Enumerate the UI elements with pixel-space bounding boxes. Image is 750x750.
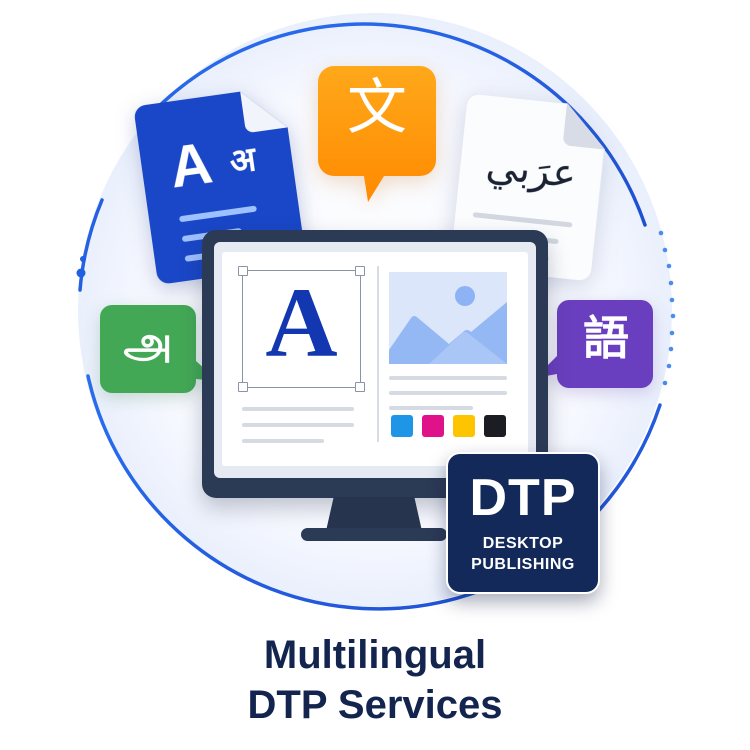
- chinese-chat-bubble-icon: 文: [318, 66, 436, 202]
- text-line: [242, 439, 324, 443]
- tamil-letter: அ: [123, 317, 173, 368]
- text-line: [389, 376, 507, 380]
- text-line: [242, 423, 354, 427]
- monitor-stand-neck: [326, 497, 422, 531]
- text-line: [242, 407, 354, 411]
- swatch-black: [484, 415, 506, 437]
- monitor-bezel: A: [214, 242, 536, 478]
- badge-line-desktop: DESKTOP: [482, 535, 564, 552]
- resize-handle: [238, 382, 248, 392]
- page-title: Multilingual DTP Services: [0, 630, 750, 730]
- selected-text-frame: A: [238, 266, 365, 392]
- devanagari-letter: अ: [227, 139, 259, 183]
- image-placeholder-icon: [389, 272, 507, 364]
- text-line: [389, 391, 507, 395]
- text-line: [389, 406, 473, 410]
- resize-handle: [355, 382, 365, 392]
- monitor-stand-base: [301, 528, 447, 541]
- swatch-yellow: [453, 415, 475, 437]
- title-line-2: DTP Services: [247, 683, 503, 727]
- dotted-arc: [658, 230, 676, 386]
- arabic-word: عرَبي: [483, 142, 579, 198]
- dtp-layout-screen: A: [222, 252, 528, 466]
- column-divider: [377, 266, 379, 442]
- japanese-chat-bubble-icon: 語: [535, 300, 653, 390]
- dtp-abbreviation: DTP: [469, 469, 577, 527]
- dtp-badge: DTP DESKTOP PUBLISHING: [446, 452, 600, 594]
- badge-line-publishing: PUBLISHING: [471, 556, 575, 573]
- japanese-character: 語: [583, 311, 629, 365]
- latin-letter-a: A: [165, 130, 217, 201]
- resize-handle: [238, 266, 248, 276]
- swatch-magenta: [422, 415, 444, 437]
- title-line-1: Multilingual: [263, 633, 487, 677]
- chinese-character: 文: [347, 73, 407, 143]
- serif-letter-a: A: [265, 267, 338, 378]
- resize-handle: [355, 266, 365, 276]
- tamil-chat-bubble-icon: அ: [100, 305, 220, 395]
- swatch-cyan: [391, 415, 413, 437]
